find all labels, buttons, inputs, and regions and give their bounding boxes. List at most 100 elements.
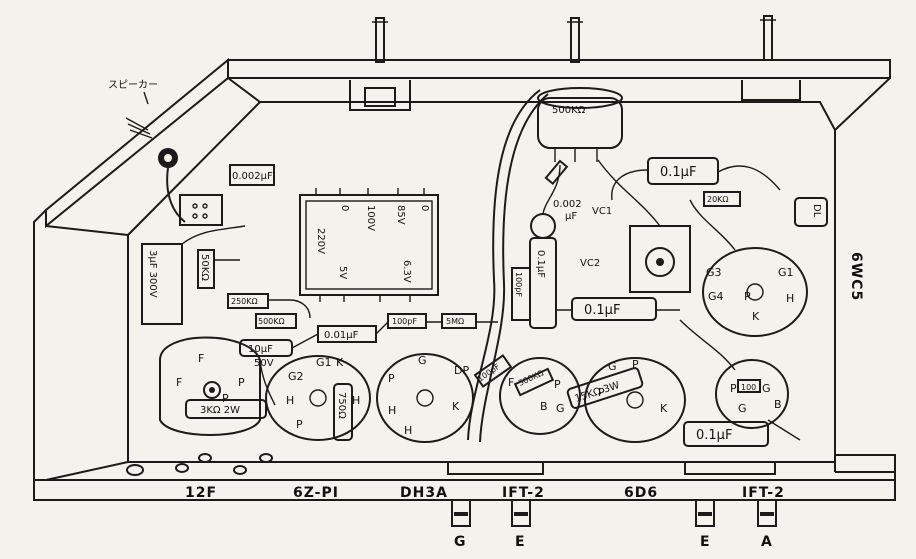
transformer-tap-220v: 220V	[315, 228, 326, 254]
tube-labels-row: 12F 6Z-PI DH3A IFT-2 6D6 IFT-2	[185, 485, 785, 501]
output-terminals	[451, 499, 777, 527]
cap-100pf-vert-label: 100pF	[514, 272, 523, 297]
cap-01-vert-label: 0.1μF	[535, 250, 546, 278]
terminal-e1	[511, 499, 531, 527]
tube-label-6d6: 6D6	[624, 485, 658, 501]
r-20k-label: 20KΩ	[707, 195, 729, 204]
center-component-cluster: 0.1μF 100pF 0.1μF	[511, 213, 680, 329]
chassis	[33, 15, 896, 501]
resistor-300k: 300KΩ	[513, 367, 555, 397]
cap-10uf-voltage: 50V	[254, 358, 274, 369]
volume-cap-value: 0.002	[553, 199, 582, 210]
transformer-tap-63v: 6.3V	[401, 260, 412, 283]
pin-6zp1-2: G1	[316, 356, 332, 369]
tube-label-6zp1: 6Z-PI	[293, 485, 339, 501]
pin-12f-3: P	[238, 376, 245, 389]
terminal-e2	[695, 499, 715, 527]
tube-label-12f: 12F	[185, 485, 217, 501]
tube-socket-ift2: F P B G	[499, 357, 581, 435]
volume-cap-unit: μF	[565, 211, 577, 222]
pin-ift2-2: P	[554, 378, 561, 391]
pin-6wc5-4: P	[744, 290, 751, 303]
vc2-label: VC2	[580, 258, 600, 269]
pin-dh3a-6: H	[404, 424, 412, 437]
cap-01-top-label: 0.1μF	[660, 165, 696, 180]
tube-socket-6wc5: G3 G1 G4 P H K	[702, 247, 808, 337]
resistor-3k-2w: 3KΩ 2W	[185, 399, 267, 419]
side-label-6wc5: 6WC5	[848, 252, 864, 301]
pin-12f-1: F	[198, 352, 204, 365]
pin-6wc5-2: G1	[778, 266, 794, 279]
pin-6wc5-1: G3	[706, 266, 722, 279]
r-5m-label: 5MΩ	[446, 317, 464, 326]
pin-dh3a-2: DP	[454, 364, 469, 377]
r-750-label: 750Ω	[336, 392, 347, 419]
left-component-cluster: 0.002μF 3μF 300V 50KΩ 250KΩ 500KΩ	[141, 164, 311, 329]
terminal-label-e2: E	[700, 534, 711, 550]
cap-0002-label: 0.002μF	[232, 171, 273, 182]
terminal-label-e1: E	[515, 534, 526, 550]
pin-6zp1-1: G2	[288, 370, 304, 383]
volume-value: 500KΩ	[552, 105, 586, 116]
pin-12f-4: P	[222, 392, 229, 405]
transformer-tap-0a: 0	[339, 205, 350, 211]
mid-component-row: 10μF 50V 0.01μF 100pF 5MΩ	[239, 313, 498, 369]
r-250k-label: 250KΩ	[231, 297, 258, 306]
pin-ift2b-2: G	[762, 382, 771, 395]
pin-ift2b-3: B	[774, 398, 782, 411]
tube-socket-ift2b: 100 P G B G	[715, 359, 789, 429]
pin-ift2-4: G	[556, 402, 565, 415]
terminal-a	[757, 499, 777, 527]
pin-ift2-3: B	[540, 400, 548, 413]
tube-label-dh3a: DH3A	[400, 485, 448, 501]
cap-100pf-a-label: 100pF	[392, 317, 417, 326]
pin-dh3a-1: G	[418, 354, 427, 367]
pin-6zp1-6: H	[352, 394, 360, 407]
tube-label-ift2-b: IFT-2	[742, 485, 785, 501]
cap-01-bottom: 0.1μF	[683, 421, 769, 447]
pin-6zp1-3: K	[336, 356, 344, 369]
transformer-tap-0b: 0	[419, 205, 430, 211]
front-lugs	[126, 453, 776, 476]
r-3k-label: 3KΩ 2W	[200, 405, 240, 416]
pin-ift2b-1: P	[730, 382, 737, 395]
vc1-label: VC1	[592, 206, 612, 217]
pin-12f-2: F	[176, 376, 182, 389]
tube-socket-12f: F F P P	[159, 336, 261, 436]
pin-ift2b-4: G	[738, 402, 747, 415]
pin-dh3a-3: P	[388, 372, 395, 385]
pin-dh3a-5: K	[452, 400, 460, 413]
pin-ift2-1: F	[508, 376, 514, 389]
tube-socket-6d6: G P P K	[584, 357, 686, 443]
tube-socket-dh3a: G DP P H K H	[376, 353, 474, 443]
top-right-component-cluster: 0.1μF 20KΩ VC1 VC2 DL	[580, 157, 828, 293]
pin-6zp1-4: P	[296, 418, 303, 431]
pin-dh3a-4: H	[388, 404, 396, 417]
power-transformer: 220V 0 100V 85V 0 5V 6.3V	[299, 188, 439, 302]
tube-label-ift2-a: IFT-2	[502, 485, 545, 501]
speaker-lead: スピーカー	[108, 79, 186, 223]
dial-lamp-label: DL	[811, 204, 822, 218]
tube-socket-6zp1: G2 G1 K P H H	[265, 355, 371, 441]
terminal-labels-row: G E E A	[454, 534, 773, 550]
pin-6d6-4: K	[660, 402, 668, 415]
wiring-harness	[259, 89, 801, 443]
transformer-tap-5v: 5V	[337, 266, 348, 279]
volume-potentiometer: 500KΩ 0.002 μF	[537, 87, 623, 222]
r-50k-label: 50KΩ	[199, 254, 210, 281]
r-500k-label: 500KΩ	[258, 317, 285, 326]
terminal-label-g: G	[454, 534, 467, 550]
pin-6wc5-5: H	[786, 292, 794, 305]
cap-01-mid-label: 0.1μF	[584, 303, 620, 318]
cap-001-label: 0.01μF	[324, 330, 359, 341]
speaker-label: スピーカー	[108, 79, 158, 91]
pin-6zp1-5: H	[286, 394, 294, 407]
transformer-tap-100v: 100V	[365, 205, 376, 231]
pin-6d6-1: G	[608, 360, 617, 373]
pin-6d6-3: P	[598, 386, 605, 399]
pin-6wc5-3: G4	[708, 290, 724, 303]
terminal-label-a: A	[761, 534, 773, 550]
transformer-tap-85v: 85V	[395, 205, 406, 225]
